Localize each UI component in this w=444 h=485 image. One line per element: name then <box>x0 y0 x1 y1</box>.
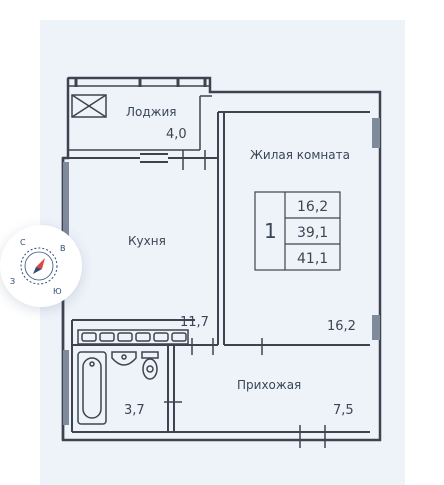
loggia-ticks <box>74 77 207 87</box>
interior-walls <box>68 111 370 433</box>
bathroom-area: 3,7 <box>124 403 145 418</box>
kitchen-area: 11,7 <box>180 315 209 330</box>
door-ticks <box>164 150 326 448</box>
rooms-count: 1 <box>264 219 277 243</box>
loggia-name: Лоджия <box>126 105 177 119</box>
compass-east: В <box>60 244 66 253</box>
compass: С В Ю З <box>0 225 82 307</box>
storage-box-icon <box>71 94 107 118</box>
hall-area: 7,5 <box>333 403 354 418</box>
outer-walls <box>61 76 382 442</box>
toilet-icon <box>141 351 159 380</box>
area-summary-table <box>254 191 341 271</box>
compass-rose-icon: С В Ю З <box>10 238 66 296</box>
bathtub-icon <box>77 351 107 425</box>
compass-south: Ю <box>53 287 62 296</box>
hall-name: Прихожая <box>237 378 301 392</box>
loggia-area: 4,0 <box>166 127 187 142</box>
area-with-loggia-value: 41,1 <box>297 251 328 267</box>
compass-west: З <box>10 277 15 286</box>
windows <box>63 118 380 425</box>
kitchen-name: Кухня <box>128 234 166 248</box>
living-room-name: Жилая комната <box>250 148 350 162</box>
kitchen-counter <box>77 329 189 345</box>
sink-icon <box>111 351 137 366</box>
living-room-area: 16,2 <box>327 319 356 334</box>
total-area-value: 39,1 <box>297 225 328 241</box>
living-area-value: 16,2 <box>297 199 328 215</box>
compass-north: С <box>20 238 26 247</box>
